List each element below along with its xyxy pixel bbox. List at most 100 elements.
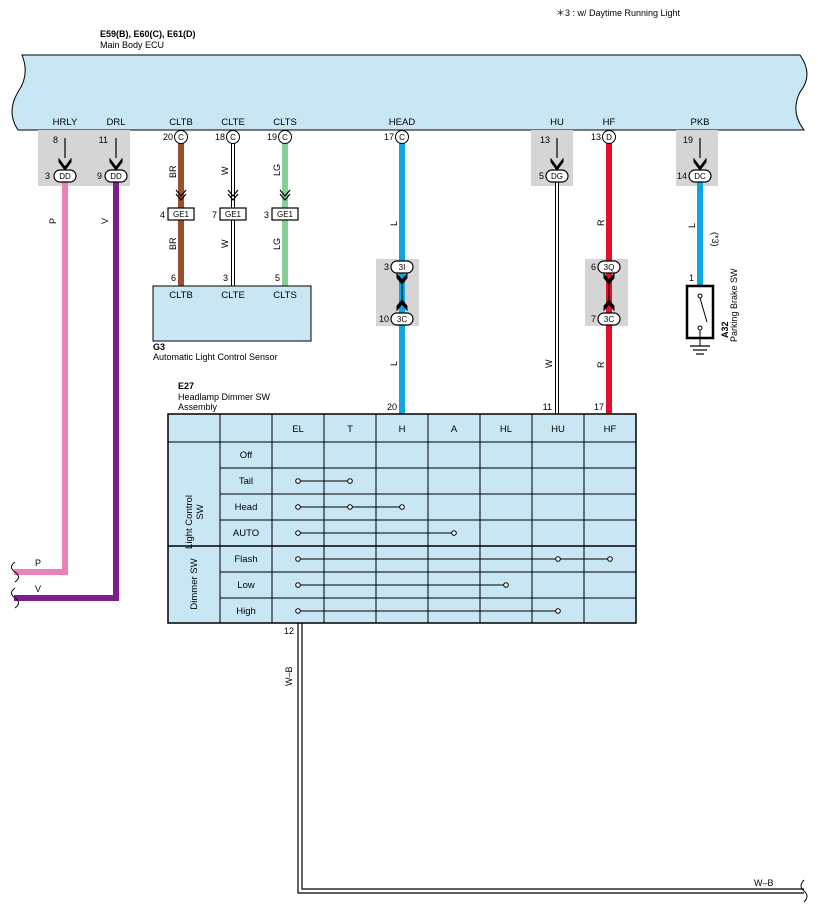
junction-connector-hu: 5 DG xyxy=(539,169,569,183)
svg-text:DG: DG xyxy=(551,172,563,181)
ge1-connectors: 4 GE1 7 GE1 3 GE1 xyxy=(160,207,299,221)
svg-text:3I: 3I xyxy=(399,263,406,272)
svg-text:HL: HL xyxy=(500,424,512,435)
svg-text:(*3): (*3) xyxy=(710,232,720,247)
wire-labels: P V BR BR W W LG LG L L W R R L (*3) W–B xyxy=(48,164,720,686)
pin-num-drl: 11 xyxy=(99,135,108,145)
e27-pin-nums: 20 11 17 12 xyxy=(284,402,604,636)
pin-num-hu: 13 xyxy=(540,135,550,145)
svg-text:10: 10 xyxy=(379,314,389,324)
svg-text:20: 20 xyxy=(387,402,397,412)
svg-text:HF: HF xyxy=(604,424,617,435)
continuity-marks xyxy=(295,478,613,614)
e27-name-line2: Assembly xyxy=(178,402,218,412)
table-column-headers: EL T H A HL HU HF xyxy=(292,424,616,435)
wire-break-ground xyxy=(800,879,808,903)
svg-text:C: C xyxy=(230,133,236,142)
pin-label-head: HEAD xyxy=(389,117,416,128)
svg-text:18: 18 xyxy=(215,132,225,142)
e27-name-line1: Headlamp Dimmer SW xyxy=(178,392,271,402)
svg-text:DD: DD xyxy=(110,172,122,181)
pin-label-clts: CLTS xyxy=(273,117,297,128)
pin-label-pkb: PKB xyxy=(690,117,709,128)
group-light-control-line2: SW xyxy=(195,504,206,519)
svg-text:R: R xyxy=(596,219,606,226)
pin-label-hu: HU xyxy=(550,117,564,128)
pin-label-hrly: HRLY xyxy=(53,117,78,128)
svg-text:P: P xyxy=(48,218,58,224)
svg-text:3: 3 xyxy=(45,171,50,181)
ecu-code: E59(B), E60(C), E61(D) xyxy=(100,29,196,39)
wire-break-p xyxy=(11,561,19,583)
svg-text:GE1: GE1 xyxy=(225,210,242,219)
left-label-v: V xyxy=(35,584,41,594)
ecu-pin-labels: HRLY DRL CLTB CLTE CLTS HEAD HU HF PKB xyxy=(53,117,710,128)
wire-hrly-pink xyxy=(14,181,68,575)
svg-text:CLTS: CLTS xyxy=(273,290,297,301)
svg-text:3C: 3C xyxy=(397,315,407,324)
svg-text:17: 17 xyxy=(384,132,394,142)
svg-text:7: 7 xyxy=(591,314,596,324)
svg-text:R: R xyxy=(596,361,606,368)
a32-name: Parking Brake SW xyxy=(729,268,739,342)
main-body-ecu xyxy=(11,54,808,131)
svg-text:3C: 3C xyxy=(604,315,614,324)
svg-text:Head: Head xyxy=(235,502,258,513)
left-label-p: P xyxy=(35,558,41,568)
group-dimmer-sw: Dimmer SW xyxy=(189,558,200,609)
ge1-chevrons xyxy=(175,189,291,201)
svg-text:L: L xyxy=(389,361,399,366)
svg-text:CLTB: CLTB xyxy=(169,290,193,301)
svg-text:A: A xyxy=(451,424,458,435)
e27-code: E27 xyxy=(178,381,194,391)
ecu-name: Main Body ECU xyxy=(100,40,164,50)
svg-text:20: 20 xyxy=(163,132,173,142)
svg-text:DC: DC xyxy=(694,172,706,181)
svg-text:11: 11 xyxy=(543,402,552,412)
note-text: ＊3 : w/ Daytime Running Light xyxy=(556,8,681,18)
svg-text:LG: LG xyxy=(272,164,282,176)
svg-text:14: 14 xyxy=(677,171,687,181)
svg-text:GE1: GE1 xyxy=(173,210,190,219)
svg-text:LG: LG xyxy=(272,238,282,250)
g3-pin-labels: CLTB CLTE CLTS xyxy=(169,290,297,301)
svg-text:3Q: 3Q xyxy=(604,263,615,272)
connector-cltb: 20 C xyxy=(163,130,188,144)
ground-end-label: W–B xyxy=(754,878,774,888)
g3-sensor-box xyxy=(152,285,312,342)
connector-clte: 18 C xyxy=(215,130,240,144)
wire-break-v xyxy=(11,587,19,609)
svg-text:W: W xyxy=(220,239,230,248)
parking-brake-switch: 1 A32 Parking Brake SW xyxy=(685,268,739,355)
svg-text:17: 17 xyxy=(594,402,604,412)
svg-text:W–B: W–B xyxy=(284,666,294,686)
svg-text:Flash: Flash xyxy=(234,554,257,565)
connector-head: 17 C xyxy=(384,130,409,144)
svg-text:BR: BR xyxy=(168,165,178,178)
svg-text:High: High xyxy=(236,606,256,617)
connector-hf: 13 D xyxy=(591,130,616,144)
svg-text:V: V xyxy=(100,218,110,224)
svg-text:T: T xyxy=(347,424,353,435)
svg-text:W: W xyxy=(220,166,230,175)
joint-head: 3 3I 10 3C xyxy=(379,260,414,326)
svg-text:AUTO: AUTO xyxy=(233,528,259,539)
svg-text:3: 3 xyxy=(264,210,269,220)
svg-text:C: C xyxy=(282,133,288,142)
svg-text:L: L xyxy=(389,221,399,226)
svg-text:12: 12 xyxy=(284,626,294,636)
svg-text:C: C xyxy=(399,133,405,142)
g3-pin-nums: 6 3 5 xyxy=(171,273,280,283)
chevrons xyxy=(58,157,707,312)
svg-text:3: 3 xyxy=(223,273,228,283)
svg-text:D: D xyxy=(606,133,612,142)
wire-ground-wb xyxy=(297,622,804,894)
svg-text:BR: BR xyxy=(168,237,178,250)
svg-text:Off: Off xyxy=(240,450,253,461)
pin-num-hrly: 8 xyxy=(53,135,58,145)
table-row-labels: Off Tail Head AUTO Flash Low High xyxy=(233,450,259,617)
svg-text:9: 9 xyxy=(97,171,102,181)
svg-text:C: C xyxy=(178,133,184,142)
svg-text:Low: Low xyxy=(237,580,255,591)
